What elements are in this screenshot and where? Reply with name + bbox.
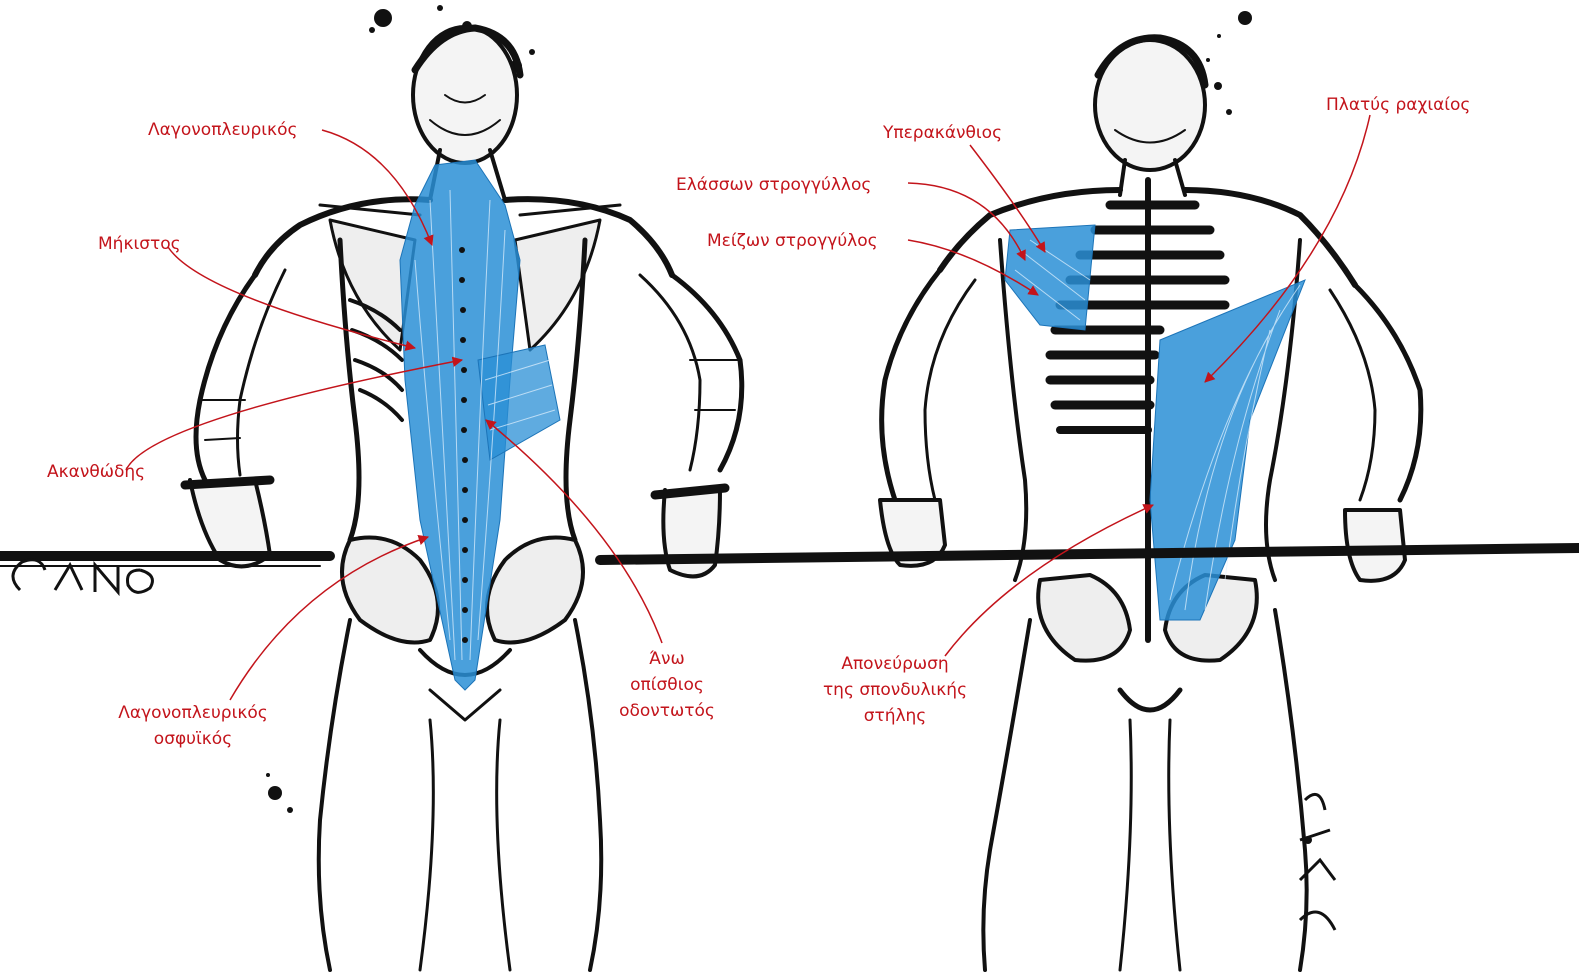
label-iliocostalis: Λαγονοπλευρικός (148, 117, 297, 143)
label-serratus-posterior-superior: Άνω οπίσθιος οδοντωτός (617, 646, 717, 724)
label-aponeurosis-line-2: της σπονδυλικής (795, 677, 995, 703)
label-spinalis: Ακανθώδης (47, 459, 145, 485)
label-teres-minor: Ελάσσων στρογγύλλος (676, 172, 871, 198)
label-latissimus-dorsi: Πλατύς ραχιαίος (1326, 92, 1470, 118)
label-iliocostalis-lumborum-line-2: οσφυϊκός (78, 726, 308, 752)
label-aponeurosis-line-1: Απονεύρωση (795, 651, 995, 677)
label-serratus-line-3: οδοντωτός (617, 698, 717, 724)
label-iliocostalis-lumborum: Λαγονοπλευρικός οσφυϊκός (78, 700, 308, 752)
label-iliocostalis-lumborum-line-1: Λαγονοπλευρικός (78, 700, 308, 726)
label-serratus-line-2: οπίσθιος (617, 672, 717, 698)
label-aponeurosis-line-3: στήλης (795, 703, 995, 729)
label-teres-major: Μείζων στρογγύλος (707, 228, 878, 254)
label-supraspinatus: Υπερακάνθιος (883, 120, 1002, 146)
label-longissimus: Μήκιστος (98, 231, 181, 257)
label-serratus-line-1: Άνω (617, 646, 717, 672)
label-thoracolumbar-aponeurosis: Απονεύρωση της σπονδυλικής στήλης (795, 651, 995, 729)
